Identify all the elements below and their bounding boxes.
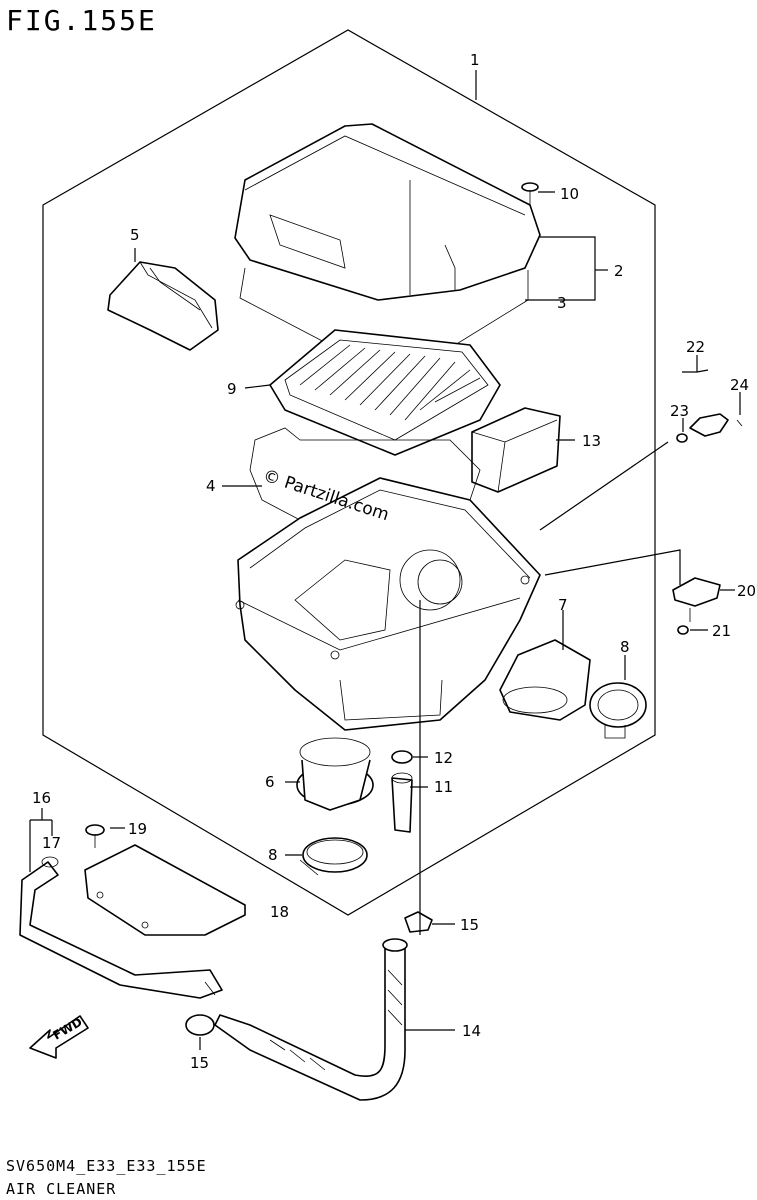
callout-14: 14 [462,1022,481,1040]
sponge-block [471,407,561,493]
drain-plug [391,750,413,833]
callout-4: 4 [206,477,216,495]
intake-duct [107,261,219,351]
callout-18: 18 [270,903,289,921]
callout-15-bottom: 15 [190,1054,209,1072]
outlet-duct [499,639,591,721]
callout-15-top: 15 [460,916,479,934]
screw-21 [677,625,689,635]
figure-title: FIG.155E [6,4,157,37]
cover-plate [84,844,246,936]
callout-24: 24 [730,376,749,394]
callout-6: 6 [265,773,275,791]
callout-13: 13 [582,432,601,450]
fwd-arrow: FWD [29,1015,89,1059]
screw-10 [521,182,539,205]
intake-boot [296,737,374,811]
drain-hose [214,938,408,1101]
figure-code: SV650M4_E33_E33_155E [6,1157,207,1175]
air-cleaner-cover [234,123,541,301]
screw-19 [85,824,105,848]
callout-12: 12 [434,749,453,767]
parts-diagram: FWD © Partzilla.com 1 2 3 4 5 6 7 [19,29,756,1101]
callout-22: 22 [686,338,705,356]
callout-21: 21 [712,622,731,640]
clip-bottom [185,1014,215,1036]
clamp-left [299,837,368,876]
callout-16: 16 [32,789,51,807]
callout-19: 19 [128,820,147,838]
callout-23: 23 [670,402,689,420]
callout-3: 3 [557,294,567,312]
map-sensor [672,577,721,622]
callout-1: 1 [470,51,480,69]
callout-8-left: 8 [268,846,278,864]
callout-9: 9 [227,380,237,398]
callout-17: 17 [42,834,61,852]
figure-name: AIR CLEANER [6,1180,117,1198]
bracket-arm [19,856,223,999]
temp-sensor [676,413,743,443]
leader-lines [29,191,741,1050]
callout-7: 7 [558,596,568,614]
callout-20: 20 [737,582,756,600]
callout-11: 11 [434,778,453,796]
assembly-outline [42,29,656,916]
callout-8-right: 8 [620,638,630,656]
air-cleaner-case [235,477,541,731]
callout-5: 5 [130,226,140,244]
filter-element [269,329,501,456]
clamp-right [589,682,647,739]
callout-10: 10 [560,185,579,203]
callout-2: 2 [614,262,624,280]
clip-top [404,911,433,933]
